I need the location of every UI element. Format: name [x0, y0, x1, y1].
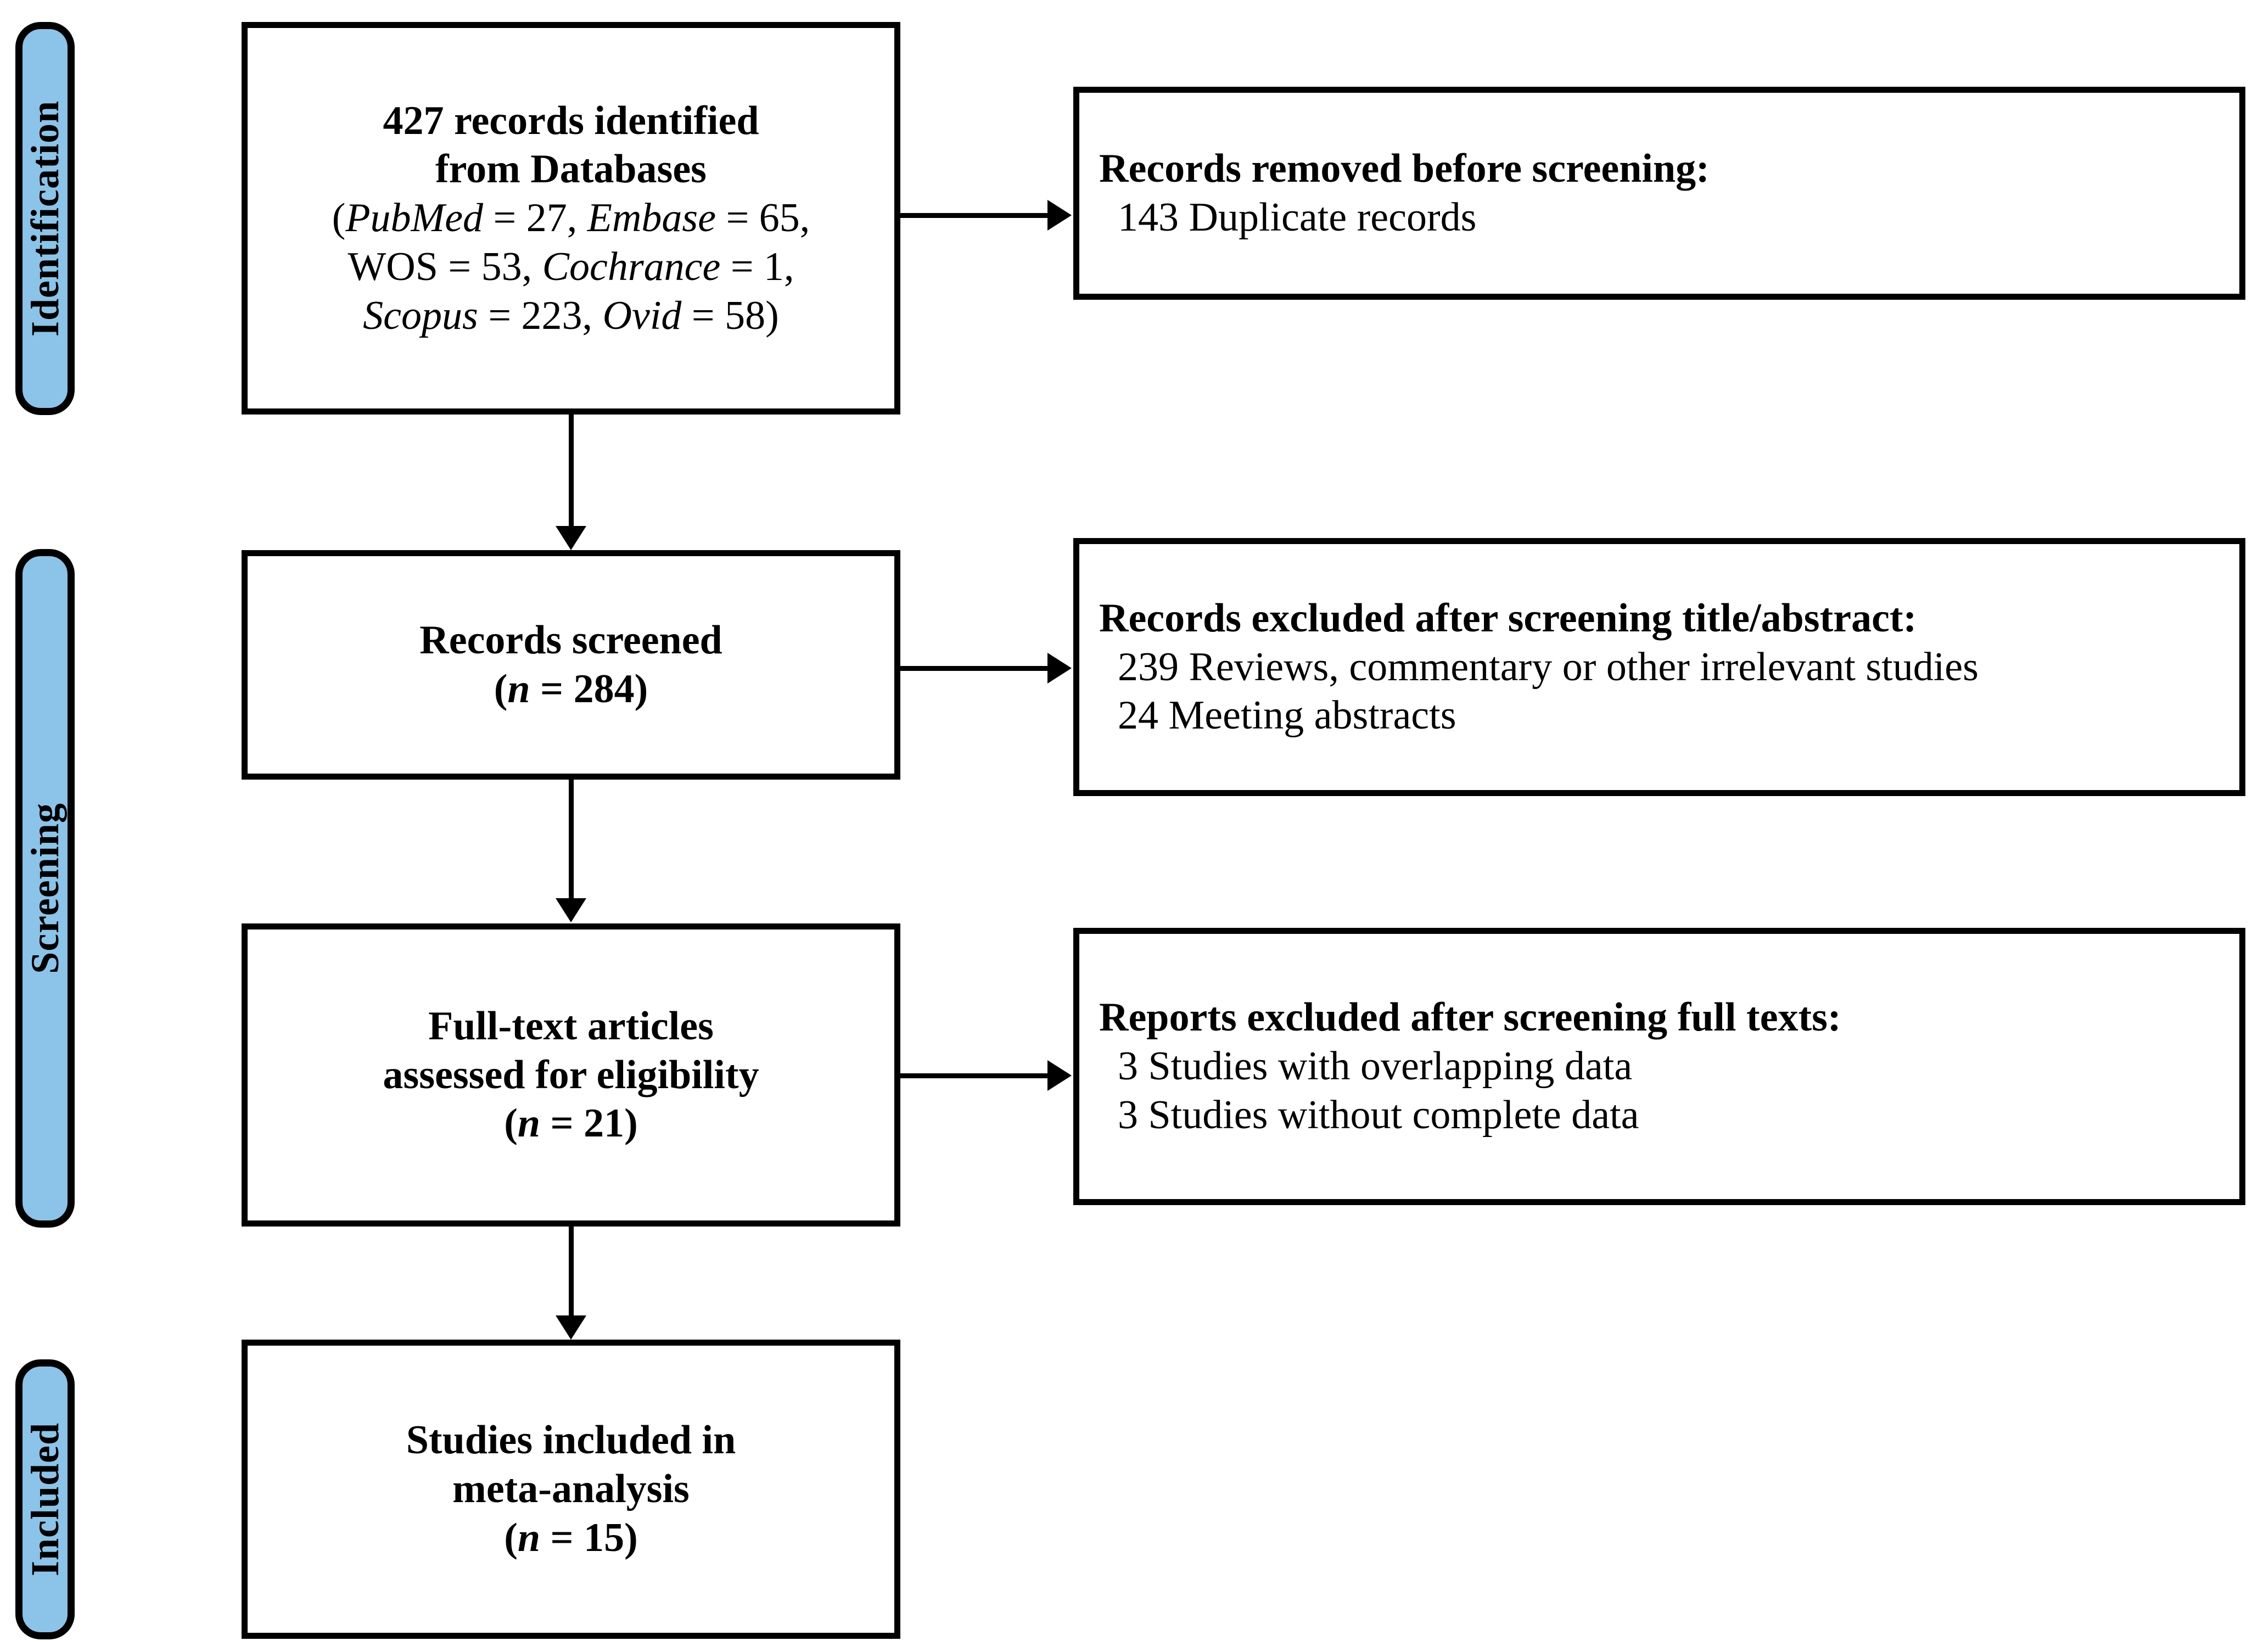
db-wos-name: WOS	[348, 244, 438, 289]
records-identified-db-line3: Scopus = 223, Ovid = 58)	[363, 292, 779, 340]
studies-included-count: (n = 15)	[504, 1514, 638, 1563]
db-scopus-value: = 223,	[478, 293, 603, 338]
box-fulltext-assessed[interactable]: Full-text articles assessed for eligibil…	[242, 923, 900, 1227]
fulltext-assessed-line1: Full-text articles	[428, 1003, 714, 1049]
records-removed-heading: Records removed before screening:	[1099, 146, 1710, 192]
db-pubmed-name: PubMed	[345, 195, 484, 241]
db-cochrance-value: = 1,	[720, 244, 794, 289]
excluded-fulltext-item-incomplete: 3 Studies without complete data	[1118, 1092, 1639, 1138]
box-studies-included[interactable]: Studies included in meta-analysis (n = 1…	[242, 1340, 900, 1639]
connector-fulltext-to-included	[569, 1227, 574, 1317]
studies-included-line2: meta-analysis	[452, 1466, 690, 1512]
box-records-identified[interactable]: 427 records identified from Databases (P…	[242, 22, 900, 415]
excluded-title-abstract-item-meeting-abstracts: 24 Meeting abstracts	[1118, 693, 1456, 738]
records-identified-db-line2: WOS = 53, Cochrance = 1,	[348, 243, 794, 292]
db-ovid-value: = 58)	[681, 293, 779, 338]
excluded-fulltext-heading: Reports excluded after screening full te…	[1099, 995, 1841, 1040]
excluded-title-abstract-item-reviews: 239 Reviews, commentary or other irrelev…	[1118, 644, 1979, 690]
paren-open: (	[332, 195, 346, 241]
stage-tab-screening-label: Screening	[23, 803, 67, 974]
n-value: = 21)	[540, 1101, 638, 1146]
stage-tab-included-label: Included	[23, 1422, 67, 1577]
db-ovid-name: Ovid	[602, 293, 682, 338]
paren-open: (	[504, 1101, 518, 1146]
records-identified-line2: from Databases	[435, 147, 707, 192]
box-records-excluded-title-abstract[interactable]: Records excluded after screening title/a…	[1073, 538, 2245, 796]
fulltext-assessed-count: (n = 21)	[504, 1099, 638, 1148]
paren-open: (	[494, 667, 508, 712]
excluded-fulltext-item-overlapping: 3 Studies with overlapping data	[1118, 1044, 1633, 1089]
records-screened-count: (n = 284)	[494, 665, 648, 714]
box-records-removed-before-screening[interactable]: Records removed before screening: 143 Du…	[1073, 87, 2245, 300]
box-records-screened[interactable]: Records screened (n = 284)	[242, 550, 900, 780]
db-embase-value: = 65,	[716, 195, 810, 241]
db-cochrance-name: Cochrance	[542, 244, 721, 289]
stage-tab-identification[interactable]: Identification	[15, 22, 75, 415]
box-reports-excluded-fulltext[interactable]: Reports excluded after screening full te…	[1073, 928, 2245, 1205]
db-pubmed-value: = 27,	[483, 195, 587, 241]
n-variable: n	[517, 1101, 540, 1146]
db-scopus-name: Scopus	[363, 293, 478, 338]
arrowhead-fulltext-to-excluded	[1047, 1060, 1072, 1091]
n-variable: n	[517, 1515, 540, 1560]
arrowhead-identified-to-screened	[556, 526, 586, 550]
db-wos-value: = 53,	[438, 244, 542, 289]
connector-fulltext-to-excluded	[900, 1073, 1050, 1078]
records-removed-item-duplicate: 143 Duplicate records	[1118, 195, 1477, 240]
arrowhead-screened-to-excluded	[1047, 653, 1072, 684]
records-identified-db-line1: (PubMed = 27, Embase = 65,	[332, 194, 810, 243]
records-identified-line1: 427 records identified	[383, 98, 759, 143]
stage-tab-identification-label: Identification	[23, 100, 67, 337]
fulltext-assessed-line2: assessed for eligibility	[383, 1052, 759, 1097]
arrowhead-fulltext-to-included	[556, 1315, 586, 1340]
db-embase-name: Embase	[587, 195, 716, 241]
connector-screened-to-fulltext	[569, 780, 574, 899]
n-value: = 284)	[530, 667, 648, 712]
excluded-title-abstract-heading: Records excluded after screening title/a…	[1099, 595, 1917, 641]
stage-tab-included[interactable]: Included	[15, 1359, 75, 1639]
connector-identified-to-screened	[569, 415, 574, 529]
paren-open: (	[504, 1515, 518, 1560]
n-value: = 15)	[540, 1515, 638, 1560]
arrowhead-identified-to-removed	[1047, 200, 1072, 231]
arrowhead-screened-to-fulltext	[556, 898, 586, 922]
connector-screened-to-excluded	[900, 666, 1050, 671]
connector-identified-to-removed	[900, 213, 1050, 218]
stage-tab-screening[interactable]: Screening	[15, 549, 75, 1228]
studies-included-line1: Studies included in	[406, 1418, 736, 1463]
n-variable: n	[507, 667, 530, 712]
records-screened-line1: Records screened	[419, 618, 722, 663]
